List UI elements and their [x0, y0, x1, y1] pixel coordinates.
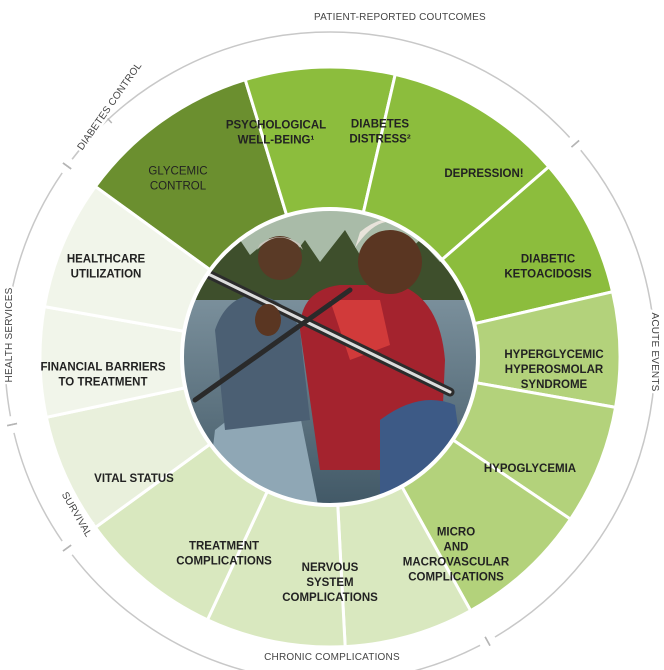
segment-label-line: DISTRESS² — [349, 134, 411, 146]
photo-border — [180, 207, 480, 507]
category-tick — [571, 139, 580, 148]
segment-label-line: HYPERGLYCEMIC — [504, 349, 603, 361]
category-tick — [62, 544, 72, 552]
segment-label: DIABETES DISTRESS² — [349, 119, 411, 146]
category-tick — [62, 162, 72, 170]
segment-label: NERVOUS SYSTEM COMPLICATIONS — [282, 562, 378, 604]
category-label: PATIENT-REPORTED COUTCOMES — [314, 12, 486, 23]
segment-label-line: UTILIZATION — [71, 269, 142, 281]
category-arc — [494, 149, 656, 638]
segment-ring: GLYCEMIC CONTROL PSYCHOLOGICAL WELL-BEING¹ D… — [38, 65, 622, 649]
segment-label-line: VITAL STATUS — [94, 473, 174, 485]
segment-label-line: DIABETES — [351, 119, 409, 131]
segment-label-line: SYSTEM — [306, 577, 353, 589]
category-arc — [71, 124, 103, 160]
segment-label: DIABETIC KETOACIDOSIS — [504, 254, 592, 281]
segment-label-line: MICRO — [437, 527, 475, 539]
segment-label-line: GLYCEMIC — [148, 166, 207, 178]
segment-label-line: PSYCHOLOGICAL — [226, 120, 326, 132]
segment-label: HEALTHCARE UTILIZATION — [67, 254, 146, 281]
segment-label-line: DIABETIC — [521, 254, 575, 266]
category-tick — [104, 115, 113, 124]
segment-label-line: WELL-BEING¹ — [238, 135, 315, 147]
segment-label-line: COMPLICATIONS — [408, 572, 504, 584]
category-label: CHRONIC COMPLICATIONS — [264, 652, 400, 663]
segment-label-line: DEPRESSION! — [444, 168, 523, 180]
category-label: DIABETES CONTROL — [76, 60, 145, 152]
category-tick — [7, 422, 18, 427]
segment-label-line: HYPEROSMOLAR — [505, 364, 604, 376]
segment-label: GLYCEMIC CONTROL — [148, 166, 207, 193]
segment-label-line: NERVOUS — [302, 562, 359, 574]
segment-label: VITAL STATUS — [94, 473, 174, 485]
segment-label-line: FINANCIAL BARRIERS — [40, 362, 165, 374]
segment-label-line: SYNDROME — [521, 379, 588, 391]
segment-label: DEPRESSION! — [444, 168, 523, 180]
category-tick — [484, 636, 491, 646]
segment-label-line: AND — [444, 542, 469, 554]
segment-label-line: COMPLICATIONS — [176, 556, 272, 568]
segment-label: PSYCHOLOGICAL WELL-BEING¹ — [226, 120, 326, 147]
segment-label: TREATMENT COMPLICATIONS — [176, 541, 272, 568]
segment-label-line: TO TREATMENT — [58, 377, 147, 389]
segment-label-line: HYPOGLYCEMIA — [484, 463, 576, 475]
segment-label-line: TREATMENT — [189, 541, 259, 553]
segment-label-line: KETOACIDOSIS — [504, 269, 592, 281]
segment-label: MICRO AND MACROVASCULAR COMPLICATIONS — [403, 527, 510, 584]
category-label: HEALTH SERVICES — [4, 287, 15, 382]
category-arc — [4, 172, 63, 417]
segment-label-line: COMPLICATIONS — [282, 592, 378, 604]
segment-label: HYPERGLYCEMIC HYPEROSMOLAR SYNDROME — [504, 349, 604, 391]
category-label: ACUTE EVENTS — [649, 312, 660, 391]
category-arc — [71, 31, 571, 160]
segment-label-line: MACROVASCULAR — [403, 557, 510, 569]
segment-label-line: HEALTHCARE — [67, 254, 146, 266]
category-arc — [13, 432, 63, 542]
segment-label: HYPOGLYCEMIA — [484, 463, 576, 475]
segment-label: FINANCIAL BARRIERS TO TREATMENT — [40, 362, 165, 389]
segment-label-line: CONTROL — [150, 181, 207, 193]
